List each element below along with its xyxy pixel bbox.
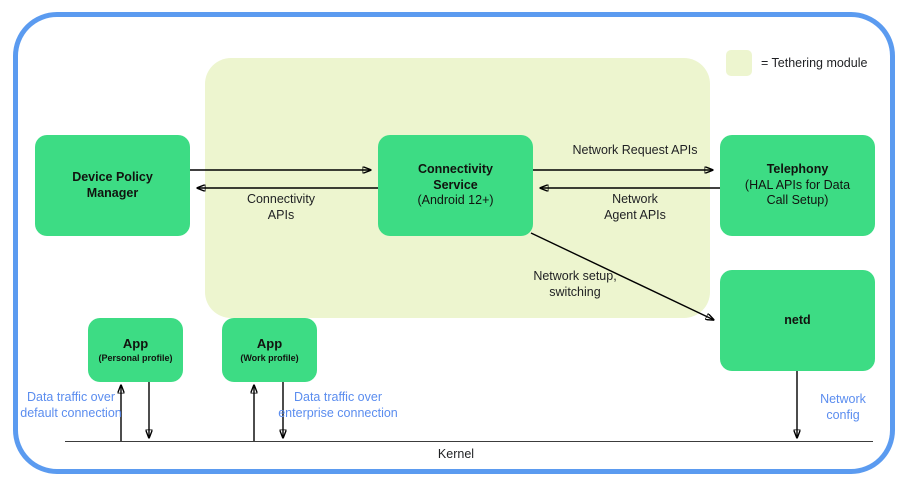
node-subtitle: (Android 12+) xyxy=(417,193,494,208)
node-title: netd xyxy=(784,312,811,327)
node-title-line2: Service xyxy=(433,177,478,192)
node-netd[interactable]: netd xyxy=(720,270,875,371)
node-title: App xyxy=(122,336,149,352)
edge-label-data-traffic-enterprise: Data traffic over enterprise connection xyxy=(278,390,398,420)
edge-label-connectivity-apis: Connectivity APIs xyxy=(246,192,316,222)
node-title: App xyxy=(256,336,283,352)
node-subtitle-line2: Call Setup) xyxy=(766,193,829,208)
node-telephony[interactable]: Telephony (HAL APIs for Data Call Setup) xyxy=(720,135,875,236)
node-title: Connectivity xyxy=(417,162,493,177)
kernel-boundary-line xyxy=(65,441,873,442)
node-title: Telephony xyxy=(766,162,829,177)
edge-label-network-config: Network config xyxy=(820,392,866,422)
node-subtitle: (HAL APIs for Data xyxy=(744,177,851,192)
edge-label-network-request-apis: Network Request APIs xyxy=(572,143,698,157)
node-connectivity-service[interactable]: Connectivity Service (Android 12+) xyxy=(378,135,533,236)
node-subtitle: (Work profile) xyxy=(240,352,299,363)
tethering-module-swatch-icon xyxy=(726,50,752,76)
node-app-personal-profile[interactable]: App (Personal profile) xyxy=(88,318,183,382)
kernel-label: Kernel xyxy=(437,447,475,461)
legend: = Tethering module xyxy=(726,50,867,76)
node-device-policy-manager[interactable]: Device Policy Manager xyxy=(35,135,190,236)
node-subtitle: (Personal profile) xyxy=(98,352,173,363)
edge-label-network-setup-switching: Network setup, switching xyxy=(533,269,617,299)
node-app-work-profile[interactable]: App (Work profile) xyxy=(222,318,317,382)
edge-label-network-agent-apis: Network Agent APIs xyxy=(604,192,666,222)
node-title: Device Policy xyxy=(72,169,153,184)
legend-label: = Tethering module xyxy=(761,56,868,70)
node-title-line2: Manager xyxy=(86,185,139,200)
edge-label-data-traffic-default: Data traffic over default connection xyxy=(20,390,122,420)
